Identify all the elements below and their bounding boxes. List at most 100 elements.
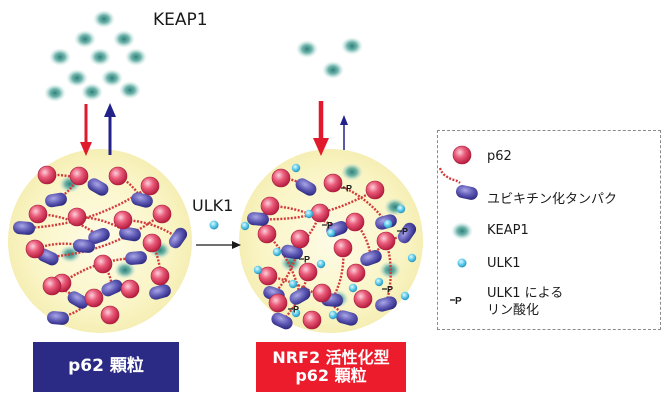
p62-sphere xyxy=(150,266,170,286)
ubiquitinated-protein xyxy=(67,291,89,309)
legend-label-ulk1: ULK1 xyxy=(487,256,521,271)
arrow-down-red-right xyxy=(313,101,329,156)
p62-granule-box: p62 顆粒 xyxy=(33,342,179,392)
legend-label-keap1: KEAP1 xyxy=(487,223,529,238)
ulk1-dot-on-arrow xyxy=(209,220,219,230)
ulk1-dot xyxy=(383,219,393,229)
p62-sphere xyxy=(152,204,172,224)
ubiquitinated-protein xyxy=(247,212,269,226)
ulk1-dot xyxy=(400,291,410,301)
ulk1-dot xyxy=(328,310,338,320)
ulk1-dot xyxy=(304,209,314,219)
ulk1-dot xyxy=(316,259,326,269)
keap1-blob xyxy=(119,81,141,99)
p62-sphere xyxy=(25,239,45,259)
p62-sphere xyxy=(258,266,278,286)
p62-sphere xyxy=(69,166,89,186)
p62-sphere xyxy=(67,207,87,227)
svg-text:P: P xyxy=(402,227,408,237)
ubiquitinated-protein xyxy=(73,239,95,253)
arrow-up-blue-right-small xyxy=(340,115,348,150)
ubiquitin-chain xyxy=(47,213,163,259)
legend-label-ubiquitinated-protein: ユビキチン化タンパク xyxy=(487,192,618,207)
keap1-blob xyxy=(101,69,123,87)
ubiquitinated-protein xyxy=(125,251,147,265)
ulk1-dot xyxy=(272,247,282,257)
p62-sphere xyxy=(290,229,310,249)
p62-sphere xyxy=(323,173,343,193)
legend-label-phosphorylation-line1: ULK1 による xyxy=(487,286,564,301)
ubiquitinated-protein xyxy=(13,221,35,235)
p62-sphere xyxy=(345,212,365,232)
keap1-blob xyxy=(93,10,115,28)
ulk1-dot xyxy=(374,277,384,287)
ulk1-dot xyxy=(291,163,301,173)
arrow-down-red-left xyxy=(80,104,92,156)
p62-sphere xyxy=(257,224,277,244)
legend-label-p62: p62 xyxy=(487,149,512,164)
phosphorylation-layer: P P P P P P xyxy=(288,184,408,315)
p62-sphere xyxy=(93,254,113,274)
p62-sphere xyxy=(310,203,330,223)
keap1-blob xyxy=(74,30,96,48)
p62-sphere xyxy=(298,262,318,282)
keap1-blob xyxy=(296,40,318,58)
ulk1-dot xyxy=(396,204,406,214)
process-arrow xyxy=(196,241,241,249)
ubiquitinated-protein-layer xyxy=(13,178,417,330)
keap1-blob xyxy=(44,84,66,102)
keap1-blob xyxy=(341,37,363,55)
ulk1-arrow-label: ULK1 xyxy=(192,196,234,215)
p62-sphere xyxy=(100,305,120,325)
ubiquitinated-protein xyxy=(119,226,141,242)
ubiquitinated-protein xyxy=(131,192,153,208)
svg-text:P: P xyxy=(346,184,352,194)
ulk1-dot xyxy=(253,265,263,275)
phosphorylation-mark: P xyxy=(299,255,310,265)
p62-sphere xyxy=(312,283,332,303)
phosphorylation-mark: P xyxy=(322,221,333,231)
ubiquitinated-protein xyxy=(168,227,188,249)
p62-sphere xyxy=(346,263,366,283)
legend-p62-icon xyxy=(452,145,472,165)
keap1-blob xyxy=(113,30,135,48)
ubiquitinated-protein xyxy=(289,287,311,305)
ubiquitinated-protein xyxy=(149,284,171,300)
ubiquitinated-protein xyxy=(360,249,382,267)
ubiquitinated-protein xyxy=(88,227,110,245)
p62-sphere xyxy=(268,293,288,313)
ubiquitinated-protein xyxy=(271,312,293,330)
legend-ubiquitinated-protein-icon xyxy=(438,167,478,200)
ubiquitinated-protein xyxy=(47,311,69,325)
p62-sphere xyxy=(37,165,57,185)
legend-keap1-icon xyxy=(451,222,473,240)
ulk1-dot xyxy=(326,228,336,238)
keap1-blob xyxy=(49,48,71,66)
legend-phosphorylation-icon: P xyxy=(450,296,462,307)
phosphorylation-mark: P xyxy=(382,285,393,295)
svg-text:P: P xyxy=(293,305,299,315)
legend-label-phosphorylation: ULK1 による リン酸化 xyxy=(487,286,563,320)
ulk1-dot xyxy=(240,221,250,231)
ubiquitinated-protein xyxy=(295,178,317,196)
p62-sphere xyxy=(260,196,280,216)
keap1-blob xyxy=(125,48,147,66)
p62-sphere xyxy=(302,310,322,330)
p62-sphere xyxy=(113,210,133,230)
p62-sphere xyxy=(120,279,140,299)
legend-ulk1-icon xyxy=(457,258,467,268)
svg-text:P: P xyxy=(387,285,393,295)
p62-sphere xyxy=(271,168,291,188)
phosphorylation-mark: P xyxy=(288,305,299,315)
p62-sphere xyxy=(376,231,396,251)
nrf2-activated-p62-granule-box: NRF2 活性化型 p62 顆粒 xyxy=(256,342,406,392)
p62-sphere xyxy=(108,166,128,186)
p62-sphere xyxy=(353,289,373,309)
p62-sphere xyxy=(84,288,104,308)
arrow-up-blue-left xyxy=(104,103,116,155)
legend-box: p62 ユビキチン化タンパク KEAP1 ULK1 ULK1 による リン酸化 xyxy=(437,130,661,330)
phosphorylation-mark: P xyxy=(341,184,352,194)
ubiquitinated-protein xyxy=(281,244,303,260)
ubiquitinated-protein xyxy=(336,310,358,326)
